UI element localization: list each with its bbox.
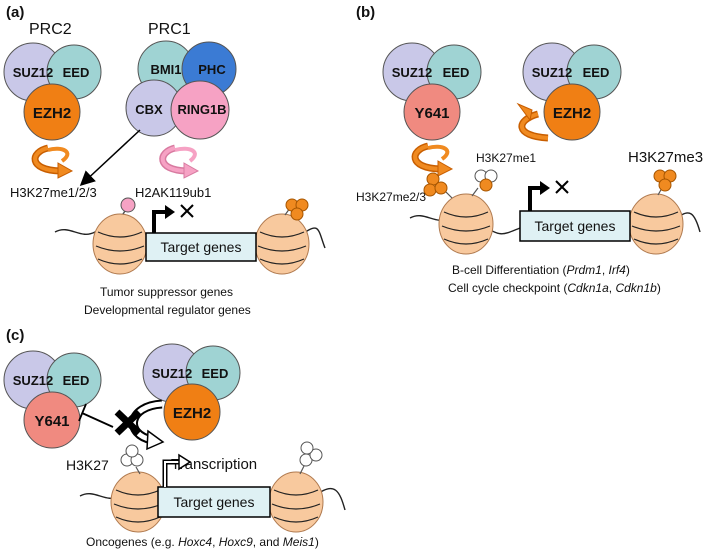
prc2-complex: SUZ12 EED EZH2 <box>3 42 102 141</box>
cbx-binding-arrow-icon <box>79 129 141 187</box>
target-genes-label: Target genes <box>174 494 255 510</box>
suz12-label: SUZ12 <box>152 366 192 381</box>
panel-b: (b) SUZ12 EED Y641 SUZ12 EED EZH2 <box>356 4 703 295</box>
nucleosome <box>92 213 148 275</box>
methylation-arrow-icon <box>516 102 549 142</box>
ezh2-subunit <box>23 83 81 141</box>
methylation-arrow-icon <box>31 144 74 179</box>
h3k27-label: H3K27 <box>66 457 109 473</box>
target-genes-label: Target genes <box>161 239 242 255</box>
nucleosome <box>438 193 494 255</box>
methylation-arrow-icon <box>411 142 454 177</box>
blocked-methylation-arrow-icon <box>129 399 165 451</box>
target-genes-box <box>519 210 631 242</box>
tss-arrow-icon <box>528 186 541 211</box>
repression-x-icon <box>555 180 569 194</box>
suz12-label: SUZ12 <box>392 65 432 80</box>
y641-label: Y641 <box>34 413 69 430</box>
panel-b-caption-line-1: B-cell Differentiation (Prdm1, Irf4) <box>452 263 630 277</box>
ezh2-label: EZH2 <box>33 105 71 122</box>
h3k27me2-3-label: H3K27me2/3 <box>356 190 426 204</box>
panel-b-caption-line-2: Cell cycle checkpoint (Cdkn1a, Cdkn1b) <box>448 281 661 295</box>
panel-c: (c) SUZ12 EED Y641 SUZ12 EED EZH2 <box>3 327 346 549</box>
mutant-prc2-complex: SUZ12 EED Y641 <box>382 42 482 141</box>
ezh2-label: EZH2 <box>553 105 591 122</box>
transcription-label: Transcription <box>171 456 257 473</box>
h3k27me1-label: H3K27me1 <box>476 151 536 165</box>
panel-c-label: (c) <box>6 327 24 344</box>
nucleosome <box>110 471 166 533</box>
cbx-label: CBX <box>135 102 163 117</box>
methyl-cluster-icon <box>423 172 453 199</box>
blocked-x-icon <box>114 409 142 436</box>
chromatin-c: Target genes <box>79 441 346 533</box>
panel-a-caption-line-2: Developmental regulator genes <box>84 303 251 317</box>
y641-subunit <box>403 83 461 141</box>
prc1-mark-label: H2AK119ub1 <box>135 185 211 200</box>
prc1-complex: BMI1 PHC CBX RING1B <box>125 40 237 140</box>
target-genes-box <box>145 232 257 262</box>
bmi1-label: BMI1 <box>150 62 181 77</box>
unmethylated-cluster-icon <box>120 444 144 475</box>
repression-x-icon <box>180 204 194 218</box>
inhibition-icon <box>78 403 114 428</box>
prc2-mark-label: H3K27me1/2/3 <box>10 185 97 200</box>
y641-label: Y641 <box>414 105 449 122</box>
wildtype-prc2-complex: SUZ12 EED EZH2 <box>522 42 622 141</box>
ubiquitination-arrow-icon <box>159 144 200 179</box>
nucleosome <box>254 213 310 275</box>
ring1b-label: RING1B <box>177 102 226 117</box>
unmethylated-cluster-icon <box>299 441 323 475</box>
panel-c-caption: Oncogenes (e.g. Hoxc4, Hoxc9, and Meis1) <box>86 535 319 549</box>
ring1b-subunit <box>170 80 230 140</box>
tss-arrow-icon <box>152 210 166 233</box>
prc1-title: PRC1 <box>148 21 191 38</box>
eed-label: EED <box>63 373 90 388</box>
phc-label: PHC <box>198 62 226 77</box>
eed-label: EED <box>63 65 90 80</box>
suz12-label: SUZ12 <box>13 65 53 80</box>
ezh2-subunit <box>163 383 221 441</box>
suz12-label: SUZ12 <box>13 373 53 388</box>
chromatin-a: Target genes <box>54 197 326 275</box>
eed-label: EED <box>583 65 610 80</box>
panel-b-label: (b) <box>356 4 375 21</box>
mutant-prc2-complex: SUZ12 EED Y641 <box>3 350 102 449</box>
prc2-title: PRC2 <box>29 21 72 38</box>
panel-a-caption-line-1: Tumor suppressor genes <box>100 285 233 299</box>
nucleosome <box>268 471 324 533</box>
suz12-label: SUZ12 <box>532 65 572 80</box>
target-genes-label: Target genes <box>535 218 616 234</box>
wildtype-prc2-complex: SUZ12 EED EZH2 <box>142 343 241 441</box>
me1-cluster-icon <box>471 169 498 197</box>
eed-label: EED <box>202 366 229 381</box>
target-genes-box <box>157 486 271 518</box>
panel-a-label: (a) <box>6 4 24 21</box>
ubiquitin-mark-icon <box>120 197 136 213</box>
ezh2-label: EZH2 <box>173 405 211 422</box>
panel-a: (a) PRC2 SUZ12 EED EZH2 H3K27me1/2/3 PRC… <box>3 4 326 317</box>
ezh2-subunit <box>543 83 601 141</box>
nucleosome <box>628 193 684 255</box>
eed-label: EED <box>443 65 470 80</box>
methyl-cluster-icon <box>284 198 309 221</box>
methyl-cluster-icon <box>653 169 677 196</box>
h3k27me3-label: H3K27me3 <box>628 149 703 166</box>
chromatin-b: Target genes <box>409 169 701 255</box>
